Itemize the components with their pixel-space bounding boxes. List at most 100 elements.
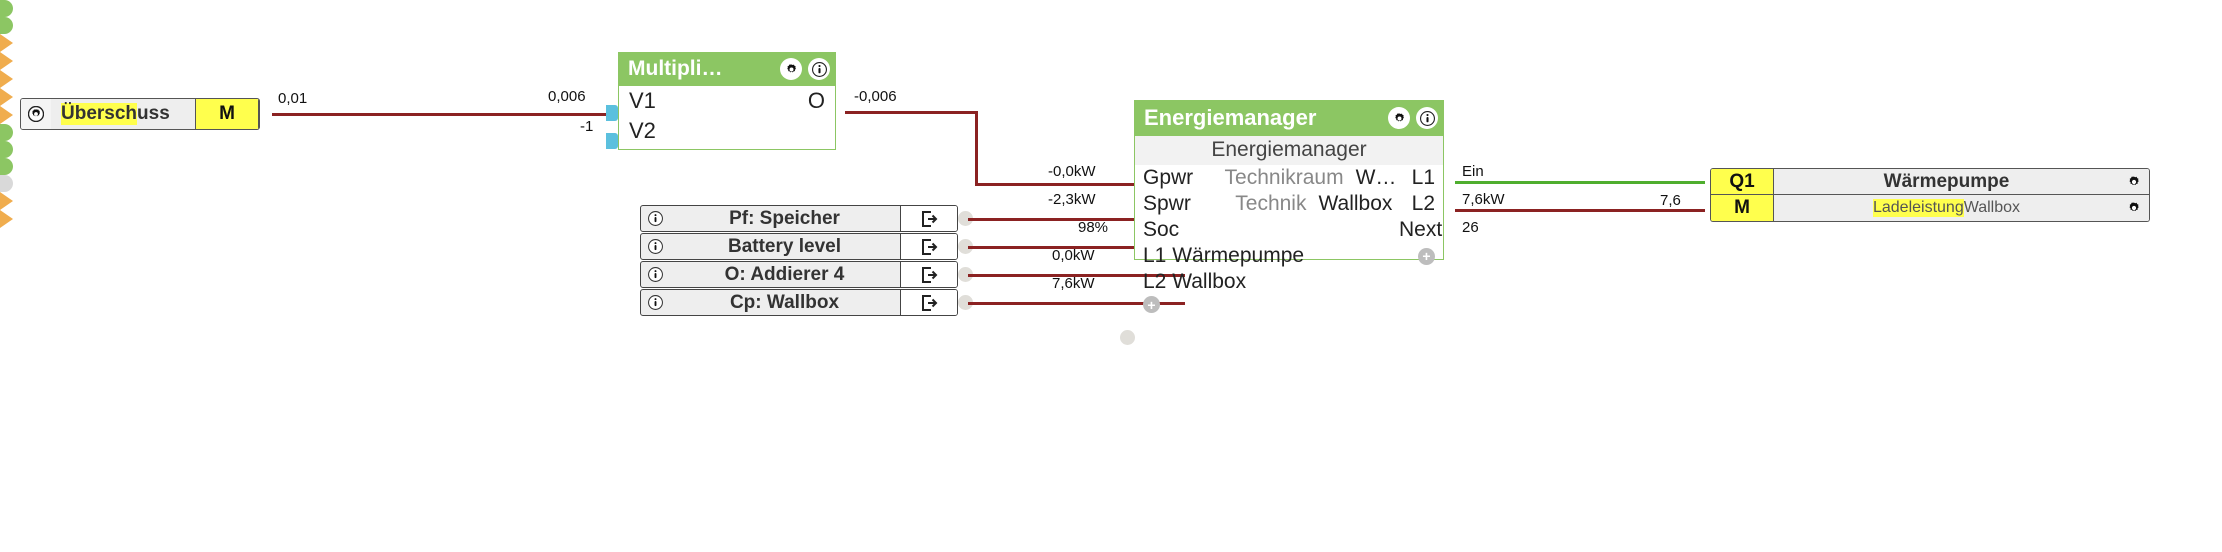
wire-em-l2-to-m (1455, 209, 1705, 212)
cp-wallbox-output-port[interactable] (958, 295, 973, 310)
info-icon (647, 295, 663, 310)
wire-ueberschuss-to-multiplicator (272, 113, 620, 116)
target-tag-q1[interactable]: Q1 (1711, 169, 1774, 194)
export-icon (922, 266, 938, 283)
energiemanager-header[interactable]: Energiemanager (1134, 100, 1444, 136)
multiplicator-gear-button[interactable] (780, 58, 802, 80)
node-target-m-wallbox[interactable]: M Ladeleistung Wallbox (1710, 195, 2150, 222)
wire-value-multiplicator-v2: -1 (580, 118, 594, 135)
em-input-label-soc: Soc (1143, 218, 1180, 241)
pf-speicher-output-port[interactable] (958, 211, 973, 226)
addierer-4-info-button[interactable] (641, 262, 669, 287)
energiemanager-add-row[interactable]: + (1135, 295, 1443, 313)
wire-value-em-out-ein: Ein (1462, 163, 1484, 180)
node-info-cp-wallbox[interactable]: Cp: Wallbox (640, 289, 958, 316)
wire-value-em-soc: 98% (1078, 219, 1109, 236)
target-label-waermepumpe: Wärmepumpe (1774, 169, 2119, 194)
energiemanager-row-l2-wallbox: L2 Wallbox (1135, 269, 1443, 295)
node-energiemanager[interactable]: Energiemanager Energiemanager Gpwr Techn… (1134, 100, 1444, 313)
multiplicator-input-port-v1[interactable] (606, 105, 618, 121)
target-label-highlight: Ladeleistung (1872, 199, 1964, 217)
em-input-port-soc[interactable] (0, 70, 13, 88)
ueberschuss-tag[interactable]: M (195, 99, 259, 129)
em-output-label-l2: L2 (1411, 192, 1435, 215)
node-target-q1-waermepumpe[interactable]: Q1 Wärmepumpe (1710, 168, 2150, 195)
battery-level-output-port[interactable] (958, 239, 973, 254)
em-output-label-l1: L1 (1411, 166, 1435, 189)
target-label-ladeleistung-wallbox: Ladeleistung Wallbox (1774, 195, 2119, 221)
em-mid-label-technik: Technik (1235, 192, 1307, 215)
em-mid-label-technikraum: Technikraum (1224, 166, 1344, 189)
energiemanager-row-soc: Soc Next (1135, 217, 1443, 243)
em-input-port-spwr[interactable] (0, 52, 13, 70)
ueberschuss-gear-button[interactable] (21, 99, 51, 129)
ueberschuss-label-rest: uss (137, 103, 170, 124)
export-icon (922, 294, 938, 311)
em-input-port-l2[interactable] (0, 106, 13, 124)
ueberschuss-output-port[interactable] (0, 0, 13, 17)
node-info-pf-speicher[interactable]: Pf: Speicher (640, 205, 958, 232)
em-mid2-label-w: W… (1355, 166, 1397, 189)
pf-speicher-info-button[interactable] (641, 206, 669, 231)
energiemanager-row-gpwr: Gpwr Technikraum W… L1 (1135, 165, 1443, 191)
wire-mult-out-seg2 (975, 111, 978, 185)
em-output-port-next[interactable] (0, 158, 13, 175)
em-input-label-spwr: Spwr (1143, 192, 1191, 215)
export-icon (922, 238, 938, 255)
multiplicator-input-label-v1: V1 (629, 88, 656, 113)
cp-wallbox-info-button[interactable] (641, 290, 669, 315)
addierer-4-export-button[interactable] (900, 262, 957, 287)
info-icon (1419, 110, 1435, 126)
wire-value-em-spwr: -2,3kW (1048, 191, 1096, 208)
em-mid2-label-wallbox: Wallbox (1318, 192, 1393, 215)
target-input-port-m[interactable] (0, 210, 13, 228)
target-m-gear-button[interactable] (2119, 195, 2149, 221)
multiplicator-info-button[interactable] (808, 58, 830, 80)
multiplicator-input-port-v2[interactable] (606, 133, 618, 149)
target-q1-gear-button[interactable] (2119, 169, 2149, 194)
em-output-port-extra[interactable] (0, 175, 13, 192)
em-input-port-l1[interactable] (0, 88, 13, 106)
target-label-rest: Wallbox (1963, 199, 2021, 216)
energiemanager-info-button[interactable] (1416, 107, 1438, 129)
energiemanager-gear-button[interactable] (1388, 107, 1410, 129)
gear-icon (28, 106, 44, 122)
energiemanager-row-l1-waermepumpe: L1 Wärmepumpe + (1135, 243, 1443, 269)
pf-speicher-label: Pf: Speicher (729, 207, 840, 229)
plus-icon[interactable]: + (1418, 247, 1435, 265)
em-input-label-gpwr: Gpwr (1143, 166, 1194, 189)
node-multiplicator[interactable]: Multipli… V1 O V2 (618, 52, 836, 150)
em-input-label-l1-waermepumpe: L1 Wärmepumpe (1143, 244, 1305, 267)
export-icon (922, 210, 938, 227)
target-input-port-q1[interactable] (0, 192, 13, 210)
ueberschuss-label-highlight: Übersch (61, 103, 138, 125)
node-info-addierer-4[interactable]: O: Addierer 4 (640, 261, 958, 288)
plus-icon[interactable]: + (1143, 296, 1160, 313)
target-tag-m[interactable]: M (1711, 195, 1774, 221)
em-input-port-gpwr[interactable] (0, 34, 13, 52)
wire-addierer-to-l1 (968, 274, 1185, 277)
wire-value-multiplicator-v1: 0,006 (548, 88, 586, 105)
em-input-label-l2-wallbox: L2 Wallbox (1143, 270, 1247, 293)
battery-level-export-button[interactable] (900, 234, 957, 259)
multiplicator-output-port[interactable] (0, 17, 13, 34)
em-output-port-l2[interactable] (0, 141, 13, 158)
wire-mult-out-seg1 (845, 111, 977, 114)
cp-wallbox-export-button[interactable] (900, 290, 957, 315)
em-input-port-extra[interactable] (1120, 330, 1135, 345)
multiplicator-header[interactable]: Multipli… (618, 52, 836, 86)
em-output-port-l1[interactable] (0, 124, 13, 141)
gear-icon (2129, 202, 2139, 211)
addierer-4-output-port[interactable] (958, 267, 973, 282)
cp-wallbox-label: Cp: Wallbox (729, 291, 840, 313)
energiemanager-row-spwr: Spwr Technik Wallbox L2 (1135, 191, 1443, 217)
multiplicator-row-v1: V1 O (619, 86, 835, 116)
node-info-battery-level[interactable]: Battery level (640, 233, 958, 260)
info-icon (811, 61, 827, 77)
battery-level-info-button[interactable] (641, 234, 669, 259)
pf-speicher-export-button[interactable] (900, 206, 957, 231)
wire-em-l1-to-q1 (1455, 181, 1705, 184)
